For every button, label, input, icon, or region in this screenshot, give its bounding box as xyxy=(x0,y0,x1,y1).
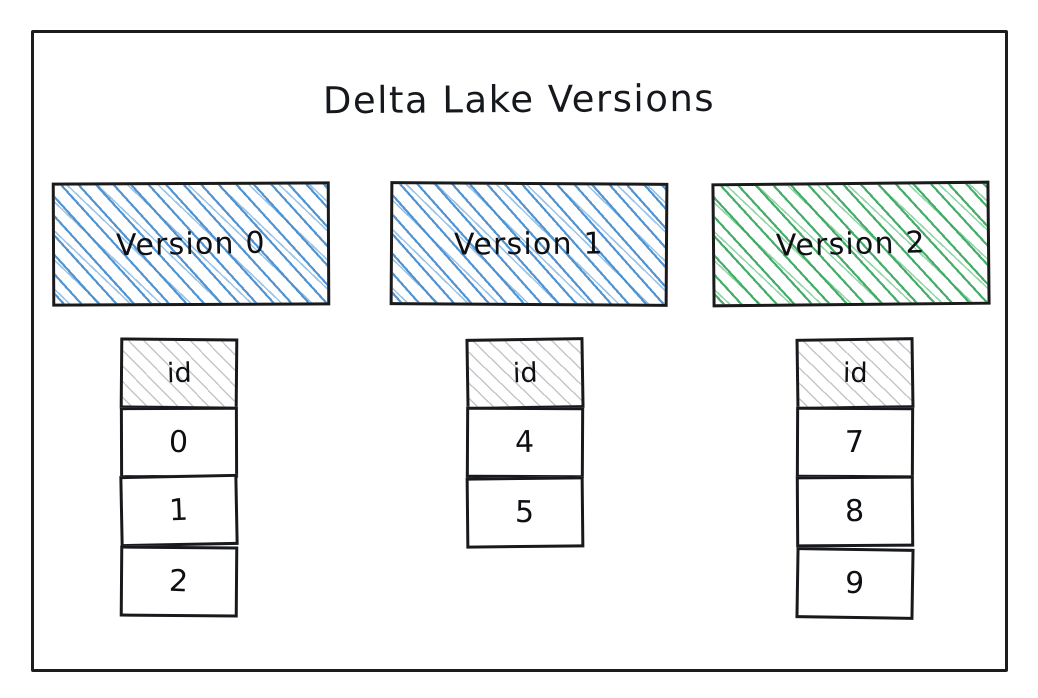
diagram-title: Delta Lake Versions xyxy=(322,76,716,123)
id-cell-value: 1 xyxy=(168,492,190,529)
id-table-version-2: id 7 8 9 xyxy=(795,337,915,620)
id-table-row: 7 xyxy=(795,406,915,479)
id-header-text-0: id xyxy=(166,357,192,390)
id-cell-value: 7 xyxy=(845,424,865,461)
id-cell-value: 0 xyxy=(169,424,189,461)
version-box-0: Version 0 xyxy=(51,181,331,307)
id-table-row: 9 xyxy=(795,547,915,620)
id-header-text-1: id xyxy=(512,357,538,390)
id-cell-value: 8 xyxy=(844,493,866,530)
id-cell-value: 9 xyxy=(844,565,866,602)
id-table-version-0: id 0 1 2 xyxy=(119,337,239,618)
id-header-text-2: id xyxy=(842,357,868,390)
version-box-1: Version 1 xyxy=(389,181,669,307)
version-label-1: Version 1 xyxy=(453,225,605,263)
id-table-header-1: id xyxy=(465,337,585,410)
id-cell-value: 2 xyxy=(168,563,190,600)
id-table-row: 5 xyxy=(465,476,585,549)
id-table-row: 2 xyxy=(119,545,239,618)
id-table-row: 4 xyxy=(465,406,585,479)
version-label-0: Version 0 xyxy=(115,225,267,263)
version-label-2: Version 2 xyxy=(775,224,927,264)
id-table-row: 0 xyxy=(119,406,239,479)
version-box-2: Version 2 xyxy=(711,180,991,308)
id-cell-value: 5 xyxy=(515,494,535,531)
id-table-row: 8 xyxy=(795,475,915,548)
diagram-outer-frame xyxy=(31,30,1008,672)
id-table-header-2: id xyxy=(795,337,915,410)
id-table-row: 1 xyxy=(119,473,239,548)
id-table-header-0: id xyxy=(119,337,239,410)
id-cell-value: 4 xyxy=(514,424,536,461)
id-table-version-1: id 4 5 xyxy=(465,337,585,549)
